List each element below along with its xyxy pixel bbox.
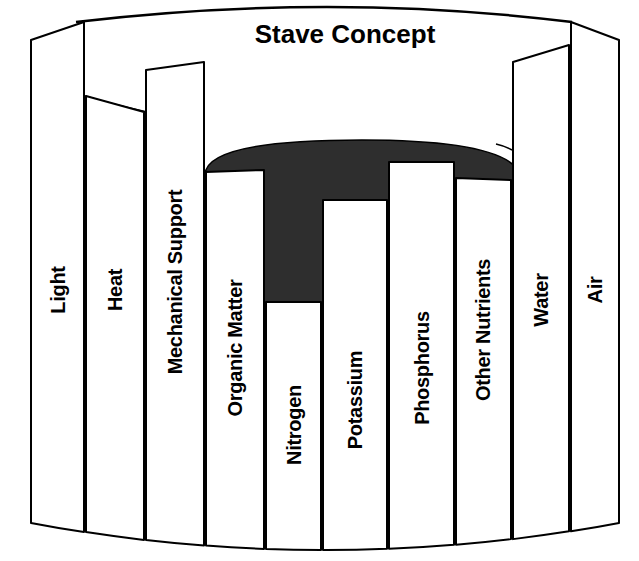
stave-label: Water [531, 273, 551, 326]
stave-box: Organic Matter [205, 168, 265, 552]
stave-box: Phosphorus [388, 160, 455, 552]
stave-box: Nitrogen [265, 300, 322, 553]
stave-label: Air [585, 277, 605, 304]
stave-box: Water [512, 43, 570, 542]
stave-shape [571, 22, 619, 531]
inner-rim [496, 144, 512, 150]
stave-shape [206, 170, 264, 549]
stave-shape [513, 45, 569, 539]
stave-outline [85, 94, 145, 543]
stave-shape [389, 162, 454, 549]
stave-shape [266, 302, 321, 550]
stave-box: Air [570, 20, 620, 534]
stave-box: Mechanical Support [145, 60, 205, 549]
stave-box: Light [30, 20, 85, 535]
stave-shape [323, 200, 387, 550]
stave-label: Nitrogen [284, 385, 304, 465]
stave-label: Organic Matter [225, 280, 245, 417]
stave-shape [146, 62, 204, 546]
stave-shape [456, 178, 511, 545]
stave-label: Heat [105, 269, 125, 311]
stave-label: Phosphorus [412, 311, 432, 425]
stave-shape [86, 96, 144, 540]
stave-label: Mechanical Support [165, 190, 185, 375]
stave-label: Potassium [345, 351, 365, 449]
diagram-title: Stave Concept [215, 20, 475, 49]
stave-label: Other Nutrients [474, 259, 494, 401]
stave-shape [31, 22, 84, 532]
stave-box: Heat [85, 94, 145, 543]
stave-box: Potassium [322, 198, 388, 553]
stave-box: Other Nutrients [455, 176, 512, 548]
stave-label: Light [48, 266, 68, 313]
